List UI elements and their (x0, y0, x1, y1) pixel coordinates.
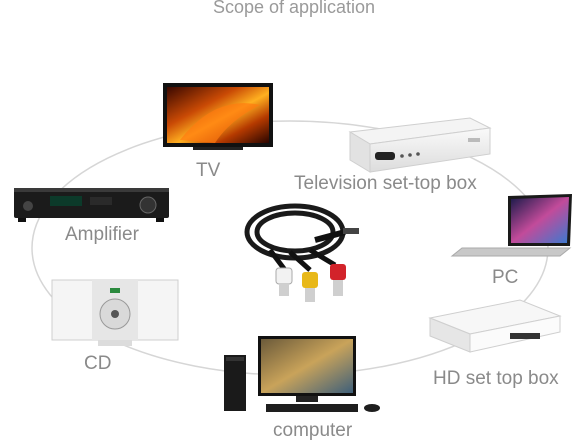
amplifier-icon (14, 188, 169, 222)
hd-box-icon (428, 299, 562, 353)
cd-player-icon (51, 279, 179, 346)
tv-icon (163, 83, 273, 150)
rca-cable-icon (244, 203, 346, 272)
set-top-box-icon (348, 117, 492, 173)
laptop-icon (450, 194, 572, 257)
rca-plug-white (275, 267, 293, 296)
label-cd: CD (84, 353, 112, 374)
label-computer: computer (273, 420, 353, 441)
page-title: Scope of application (212, 0, 376, 17)
label-hd-box: HD set top box (433, 368, 559, 389)
label-pc: PC (492, 267, 519, 288)
audio-jack (343, 228, 359, 234)
rca-plug-red (330, 264, 346, 296)
label-amplifier: Amplifier (65, 224, 139, 245)
rca-plug-yellow (302, 272, 318, 302)
label-tv: TV (196, 160, 221, 181)
desktop-computer-icon (224, 336, 380, 412)
label-set-top-box: Television set-top box (294, 173, 477, 194)
